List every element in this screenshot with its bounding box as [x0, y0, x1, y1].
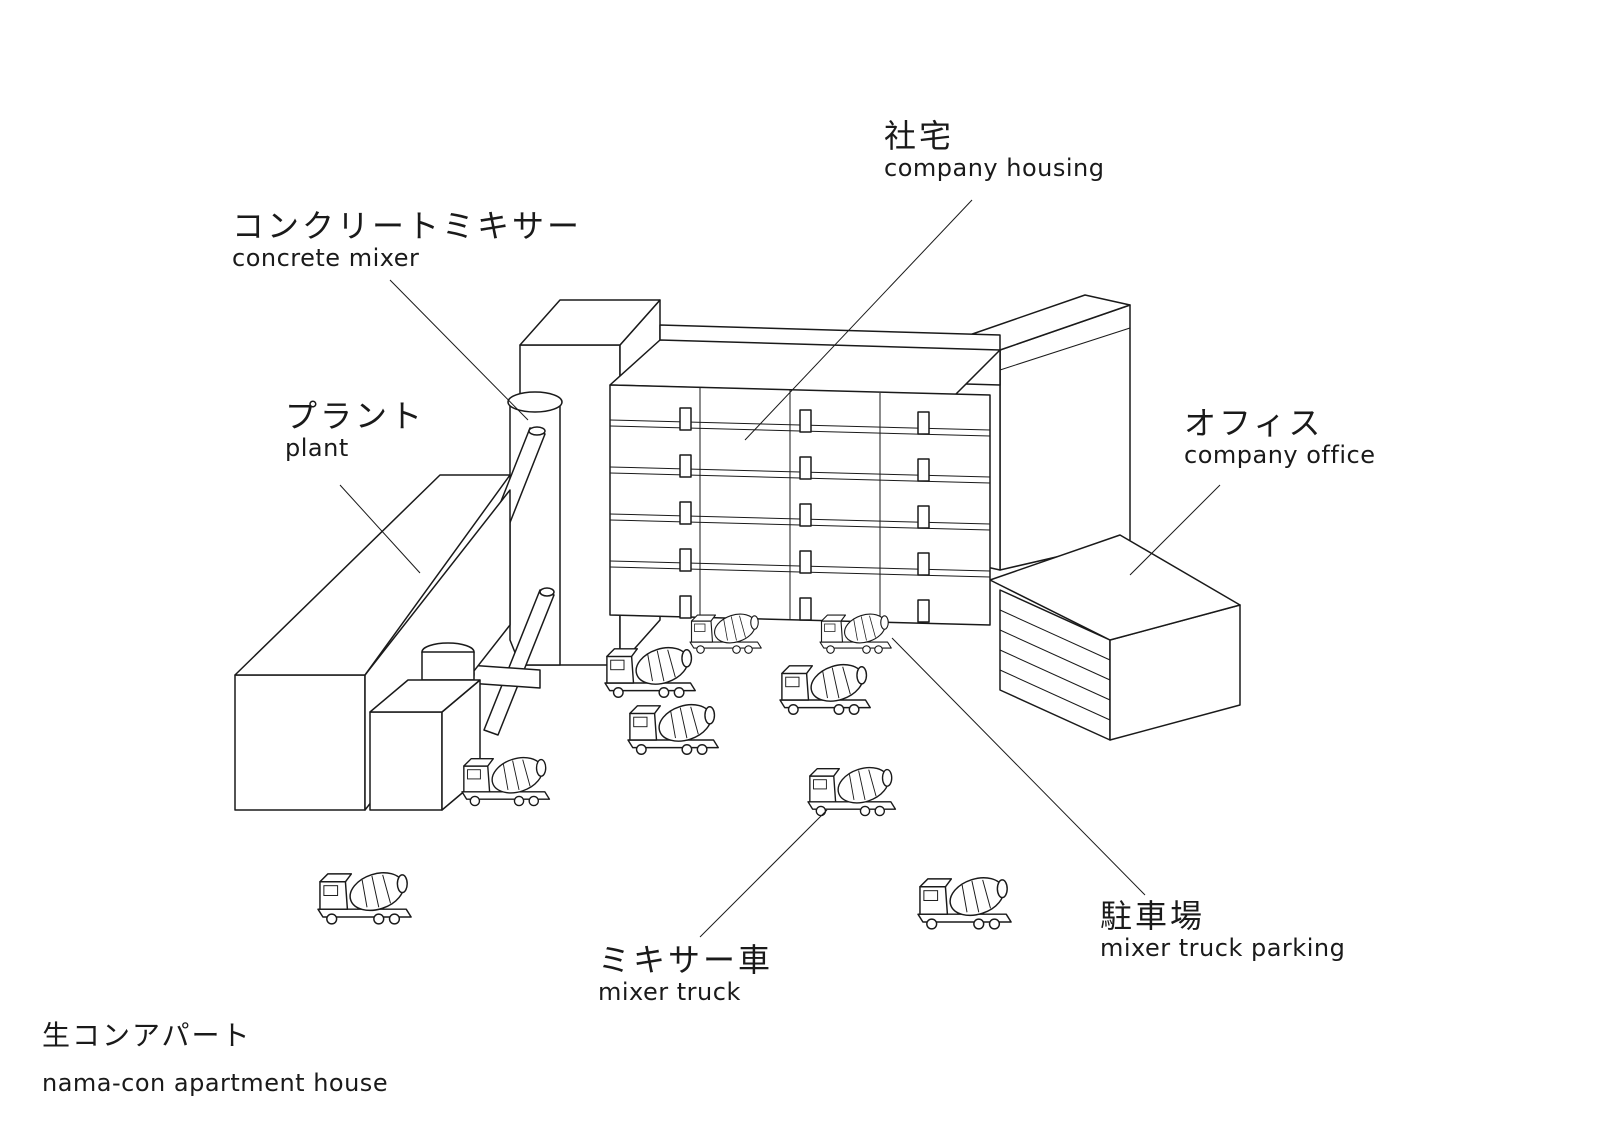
- diagram-title: 生コンアパート nama-con apartment house: [42, 1019, 389, 1098]
- unit-door: [917, 458, 930, 482]
- concrete-mixer-jp: コンクリートミキサー: [232, 207, 583, 245]
- company-housing-jp: 社宅: [884, 117, 955, 155]
- unit-door: [917, 552, 930, 576]
- unit-door: [917, 411, 930, 435]
- unit-door: [799, 456, 812, 480]
- company-housing-en: company housing: [884, 153, 1105, 182]
- leader-parking: [891, 637, 1146, 896]
- mixer-truck: [604, 646, 696, 698]
- plant-en: plant: [285, 433, 349, 462]
- unit-door: [917, 505, 930, 529]
- mixer-truck: [627, 703, 719, 755]
- unit-door: [799, 503, 812, 527]
- plant-jp: プラント: [285, 397, 426, 435]
- unit-door: [679, 407, 692, 431]
- leader-company-housing: [744, 199, 973, 441]
- unit-door: [679, 501, 692, 525]
- mixer-trucks: [317, 613, 1012, 930]
- parking-en: mixer truck parking: [1100, 933, 1346, 962]
- leader-mixer-truck: [699, 809, 828, 938]
- mixer-truck-en: mixer truck: [598, 977, 741, 1006]
- company-office-jp: オフィス: [1184, 404, 1324, 442]
- mixer-truck-jp: ミキサー車: [598, 941, 774, 979]
- unit-door: [679, 548, 692, 572]
- leader-plant: [339, 484, 421, 574]
- mixer-truck: [317, 872, 412, 925]
- title-jp: 生コンアパート: [42, 1019, 252, 1052]
- unit-door: [799, 597, 812, 621]
- mixer-truck: [779, 663, 871, 715]
- mixer-truck: [917, 877, 1012, 930]
- company-office-en: company office: [1184, 440, 1376, 469]
- concrete-mixer-en: concrete mixer: [232, 243, 420, 272]
- unit-door: [799, 409, 812, 433]
- title-en: nama-con apartment house: [42, 1069, 389, 1098]
- label-company-housing: 社宅 company housing: [884, 118, 1104, 182]
- label-plant: プラント plant: [285, 398, 425, 462]
- label-mixer-truck: ミキサー車 mixer truck: [598, 942, 773, 1006]
- mixer-truck: [689, 613, 762, 654]
- company-office-building: [954, 294, 1241, 741]
- leader-lines: [339, 199, 1221, 938]
- plant-building: [234, 474, 511, 811]
- label-parking: 駐車場 mixer truck parking: [1100, 898, 1345, 962]
- unit-door: [679, 595, 692, 619]
- label-concrete-mixer: コンクリートミキサー concrete mixer: [232, 208, 582, 272]
- unit-door: [679, 454, 692, 478]
- leader-concrete-mixer: [389, 279, 529, 421]
- mixer-truck: [819, 613, 892, 654]
- unit-door: [917, 599, 930, 623]
- parking-jp: 駐車場: [1100, 897, 1206, 935]
- unit-door: [799, 550, 812, 574]
- mixer-truck: [807, 766, 897, 817]
- leader-company-office: [1129, 484, 1221, 576]
- company-housing-building: [609, 324, 1001, 626]
- mixer-truck: [461, 756, 551, 807]
- label-company-office: オフィス company office: [1184, 405, 1375, 469]
